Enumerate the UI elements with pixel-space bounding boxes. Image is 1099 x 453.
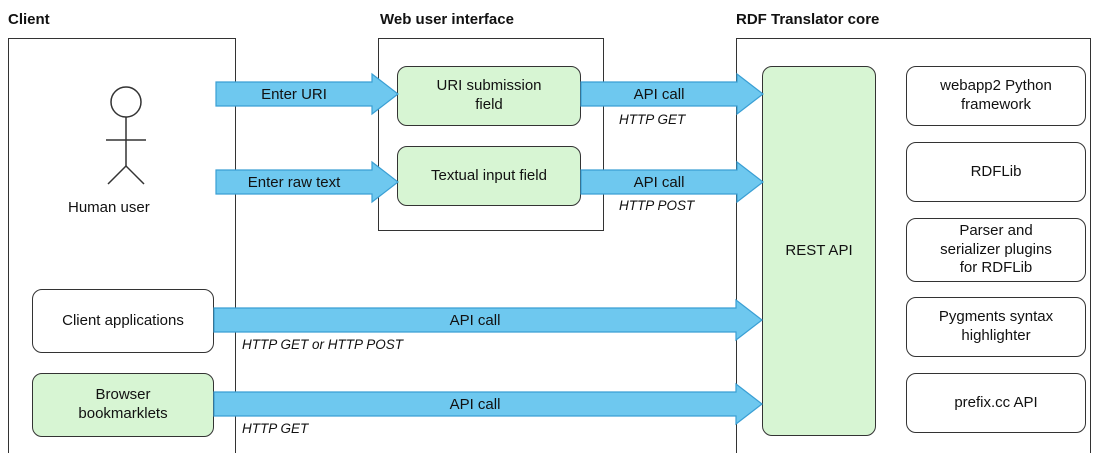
api-call-post-arrow: API call	[580, 160, 764, 204]
uri-submission-label: URI submission field	[436, 77, 542, 113]
human-user-label: Human user	[68, 199, 150, 216]
human-user-icon	[96, 86, 156, 186]
arrow-body	[580, 160, 764, 204]
textual-input-label: Textual input field	[431, 166, 547, 184]
api-call-get-arrow: API call	[580, 72, 764, 116]
rest-api-box: REST API	[762, 66, 876, 436]
enter-raw-text-label: Enter raw text	[247, 173, 341, 191]
web-ui-panel	[378, 38, 604, 231]
client-applications-box: Client applications	[32, 289, 214, 353]
client-applications-label: Client applications	[62, 311, 184, 329]
enter-raw-text-arrow-shape	[215, 160, 399, 204]
arrow-body	[580, 72, 764, 116]
prefix-cc-label: prefix.cc API	[954, 393, 1038, 411]
api-call-clients-label: API call	[449, 311, 501, 329]
enter-raw-text-arrow: Enter raw text	[215, 160, 399, 204]
textual-input-box: Textual input field	[397, 146, 581, 206]
arrow-body	[215, 72, 399, 116]
arrow-body	[213, 298, 763, 342]
prefix-cc-box: prefix.cc API	[906, 373, 1086, 433]
http-post-note: HTTP POST	[619, 198, 695, 213]
core-panel	[736, 38, 1091, 453]
arrow-body	[215, 160, 399, 204]
webapp2-label: webapp2 Python framework	[940, 77, 1052, 113]
webapp2-box: webapp2 Python framework	[906, 66, 1086, 126]
client-panel	[8, 38, 236, 453]
parser-serializer-label: Parser and serializer plugins for RDFLib	[940, 221, 1052, 277]
http-get-bookmarklets-note: HTTP GET	[242, 421, 309, 436]
enter-uri-arrow: Enter URI	[215, 72, 399, 116]
core-heading: RDF Translator core	[736, 11, 880, 28]
api-call-post-label: API call	[633, 173, 685, 191]
uri-submission-box: URI submission field	[397, 66, 581, 126]
api-call-get-label: API call	[633, 85, 685, 103]
api-call-bookmarklets-arrow: API call	[213, 382, 763, 426]
rdflib-label: RDFLib	[970, 162, 1022, 180]
api-call-bookmarklets-label: API call	[449, 395, 501, 413]
parser-serializer-box: Parser and serializer plugins for RDFLib	[906, 218, 1086, 282]
enter-uri-arrow-shape	[215, 72, 399, 116]
http-get-note: HTTP GET	[619, 112, 686, 127]
client-heading: Client	[8, 11, 50, 28]
browser-bookmarklets-label: Browser bookmarklets	[78, 386, 168, 422]
api-call-post-arrow-shape	[580, 160, 764, 204]
browser-bookmarklets-box: Browser bookmarklets	[32, 373, 214, 437]
http-get-or-post-note: HTTP GET or HTTP POST	[242, 337, 404, 352]
api-call-clients-arrow: API call	[213, 298, 763, 342]
api-call-clients-arrow-shape	[213, 298, 763, 342]
web-ui-heading: Web user interface	[380, 11, 514, 28]
rest-api-label: REST API	[785, 241, 853, 259]
rdflib-box: RDFLib	[906, 142, 1086, 202]
enter-uri-label: Enter URI	[261, 85, 327, 103]
arrow-body	[213, 382, 763, 426]
api-call-get-arrow-shape	[580, 72, 764, 116]
pygments-box: Pygments syntax highlighter	[906, 297, 1086, 357]
pygments-label: Pygments syntax highlighter	[938, 308, 1054, 344]
api-call-bookmarklets-arrow-shape	[213, 382, 763, 426]
